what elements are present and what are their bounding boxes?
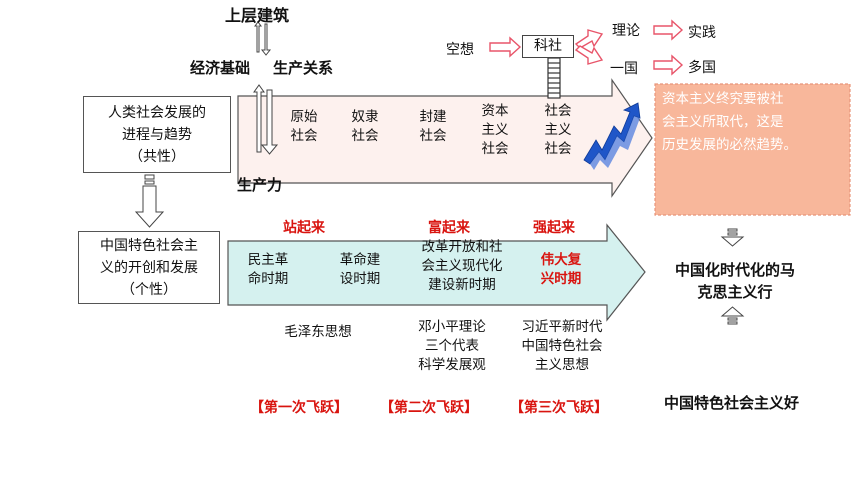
stage-great-rejuvenation: 伟大复 兴时期 xyxy=(532,251,590,289)
title-stand-up: 站起来 xyxy=(283,220,325,236)
theory-line: 习近平新时代 xyxy=(521,319,603,335)
arrow-down-to-marxism xyxy=(720,228,745,247)
stage-primitive: 原始 社会 xyxy=(284,108,324,146)
stage-democratic-revolution: 民主革 命时期 xyxy=(240,251,296,289)
theory-line: 中国特色社会 xyxy=(521,338,603,354)
theory-line: 毛泽东思想 xyxy=(284,324,352,340)
theory-label: 理论 xyxy=(612,23,640,39)
stage-line: 封建 xyxy=(419,109,447,125)
box-line: （共性） xyxy=(129,148,185,165)
productive-forces-label: 生产力 xyxy=(237,176,283,194)
box-line: 进程与趋势 xyxy=(122,126,192,143)
rising-trend-icon xyxy=(583,102,641,170)
stage-line: 社会 xyxy=(544,103,572,119)
branch-arrow xyxy=(574,29,604,65)
csc-development-box: 中国特色社会主 义的开创和发展 （个性） xyxy=(78,231,220,304)
stage-revolutionary-construction: 革命建 设时期 xyxy=(332,251,388,289)
stage-socialist: 社会 主义 社会 xyxy=(538,102,578,159)
theory-line: 科学发展观 xyxy=(418,357,486,373)
conclusion-line: 中国化时代化的马 xyxy=(674,261,795,279)
leap-third: 【第三次飞跃】 xyxy=(510,400,608,416)
superstructure-label: 上层建筑 xyxy=(225,6,290,25)
stage-line: 改革开放和社 xyxy=(421,239,503,255)
callout-text: 资本主义终究要被社 会主义所取代，这是 历史发展的必然趋势。 xyxy=(662,88,848,157)
box-line: 人类社会发展的 xyxy=(108,104,206,121)
upper-history-arrow xyxy=(237,78,653,198)
box-line: 义的开创和发展 xyxy=(100,259,198,276)
leap-second: 【第二次飞跃】 xyxy=(380,400,478,416)
box-line: 中国特色社会主 xyxy=(100,237,198,254)
economic-base-label: 经济基础 xyxy=(190,59,251,77)
theory-deng-jiang-hu: 邓小平理论 三个代表 科学发展观 xyxy=(400,318,504,375)
callout-line: 资本主义终究要被社 xyxy=(662,91,784,107)
stage-line: 奴隶 xyxy=(351,109,379,125)
callout-line: 会主义所取代，这是 xyxy=(662,114,784,130)
superstructure-base-arrows xyxy=(254,21,272,56)
stage-slave: 奴隶 社会 xyxy=(345,108,385,146)
leap-first: 【第一次飞跃】 xyxy=(250,400,348,416)
theory-line: 邓小平理论 xyxy=(418,319,486,335)
keshe-connector xyxy=(547,57,561,99)
relations-of-production-label: 生产关系 xyxy=(273,59,334,77)
stage-line: 建设新时期 xyxy=(428,277,496,293)
stage-line: 革命建 xyxy=(339,252,381,268)
stage-line: 兴时期 xyxy=(540,271,582,287)
down-arrow-to-csc xyxy=(134,174,165,228)
theory-xi: 习近平新时代 中国特色社会 主义思想 xyxy=(504,318,620,375)
stage-line: 原始 xyxy=(290,109,318,125)
marxism-conclusion: 中国化时代化的马 克思主义行 xyxy=(660,259,810,303)
stage-line: 资本 xyxy=(481,103,509,119)
stage-line: 社会 xyxy=(419,128,447,144)
theory-line: 主义思想 xyxy=(535,357,589,373)
theory-to-practice-arrow xyxy=(653,19,684,41)
relations-forces-arrows xyxy=(253,84,279,155)
scientific-socialism-box: 科社 xyxy=(522,35,574,58)
box-line: （个性） xyxy=(121,281,177,298)
stage-line: 主义 xyxy=(544,122,572,138)
title-get-rich: 富起来 xyxy=(428,220,470,236)
stage-line: 社会 xyxy=(544,141,572,157)
lower-csc-arrow xyxy=(227,223,646,322)
utopia-to-science-arrow xyxy=(489,36,522,58)
stage-feudal: 封建 社会 xyxy=(413,108,453,146)
stage-capitalist: 资本 主义 社会 xyxy=(475,102,515,159)
one-country-label: 一国 xyxy=(610,61,638,77)
csc-good-conclusion: 中国特色社会主义好 xyxy=(664,394,800,412)
title-get-strong: 强起来 xyxy=(533,220,575,236)
utopia-label: 空想 xyxy=(446,42,474,58)
conclusion-line: 克思主义行 xyxy=(697,283,773,301)
callout-line: 历史发展的必然趋势。 xyxy=(662,137,797,153)
human-society-box: 人类社会发展的 进程与趋势 （共性） xyxy=(83,96,231,173)
practice-label: 实践 xyxy=(688,25,716,41)
stage-line: 伟大复 xyxy=(540,252,582,268)
stage-line: 主义 xyxy=(481,122,509,138)
arrow-up-to-marxism xyxy=(720,306,745,325)
stage-line: 设时期 xyxy=(339,271,381,287)
stage-line: 会主义现代化 xyxy=(421,258,503,274)
multi-country-label: 多国 xyxy=(688,60,716,76)
callout-box xyxy=(654,83,851,216)
stage-line: 民主革 xyxy=(247,252,289,268)
stage-line: 社会 xyxy=(290,128,318,144)
stage-line: 社会 xyxy=(481,141,509,157)
theory-mao: 毛泽东思想 xyxy=(268,323,368,342)
stage-reform-opening: 改革开放和社 会主义现代化 建设新时期 xyxy=(403,238,521,295)
stage-line: 社会 xyxy=(351,128,379,144)
stage-line: 命时期 xyxy=(247,271,289,287)
single-to-multi-arrow xyxy=(653,54,684,76)
theory-line: 三个代表 xyxy=(425,338,479,354)
